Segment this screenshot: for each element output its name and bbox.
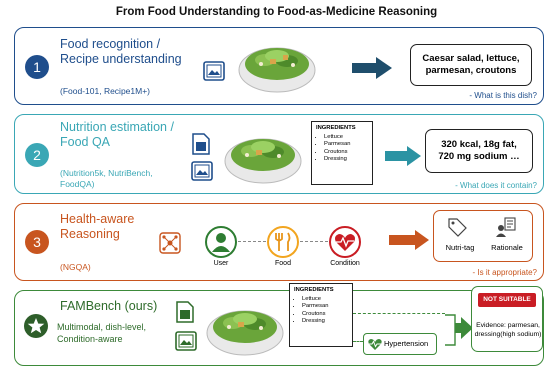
image-icon (203, 61, 225, 81)
food-label: Food (275, 260, 291, 267)
user-icon (205, 226, 237, 258)
step-number-1: 1 (25, 55, 49, 79)
panel-3-datasets: (NGQA) (60, 262, 91, 272)
fork-knife-icon (267, 226, 299, 258)
tag-icon (448, 218, 467, 237)
graph-network-icon (159, 232, 181, 254)
user-label: User (213, 260, 229, 267)
panel-4-description: Multimodal, dish-level,Condition-aware (57, 322, 147, 344)
salad-bowl-image (224, 138, 302, 184)
ingredients-card: INGREDIENTS LettuceParmesan CroutonsDres… (311, 121, 373, 185)
panel-4-title: FAMBench (ours) (60, 299, 158, 313)
panel-food-recognition: 1 Food recognition /Recipe understanding… (14, 27, 544, 105)
panel-2-datasets: (Nutrition5k, NutriBench,FoodQA) (60, 168, 153, 189)
question-what-contain: - What does it contain? (455, 181, 537, 190)
condition-hypertension: Hypertension (363, 333, 437, 355)
output-nutrition: 320 kcal, 18g fat,720 mg sodium … (425, 129, 533, 173)
question-what-dish: - What is this dish? (469, 91, 537, 100)
link-user-food (238, 241, 266, 242)
output-reasoning-box: Nutri-tag Rationale (433, 210, 533, 262)
document-icon (192, 133, 210, 155)
link-food-condition (300, 241, 328, 242)
star-badge-icon (24, 314, 48, 338)
rationale-label: Rationale (491, 243, 523, 252)
ingredients-card: INGREDIENTS LettuceParmesan CroutonsDres… (289, 283, 353, 347)
image-icon (175, 331, 197, 351)
step-number-3: 3 (25, 230, 49, 254)
salad-bowl-image (206, 310, 284, 356)
evidence-text: Evidence: parmesan,dressing(high sodium) (474, 322, 542, 338)
document-icon (176, 301, 194, 323)
link-ingredients-verdict (353, 313, 445, 314)
step-number-2: 2 (25, 143, 49, 167)
arrow-to-output-1 (352, 57, 392, 79)
figure-title: From Food Understanding to Food-as-Medic… (115, 6, 438, 18)
image-icon (191, 161, 213, 181)
output-dish-labels: Caesar salad, lettuce,parmesan, croutons (410, 44, 532, 86)
heart-pulse-icon (329, 226, 361, 258)
link-ingredients-condition (353, 341, 363, 342)
arrow-to-output-2 (385, 146, 421, 166)
arrow-to-output-3 (389, 230, 429, 250)
salad-bowl-image (238, 47, 316, 93)
condition-label: Condition (330, 260, 360, 267)
panel-1-datasets: (Food-101, Recipe1M+) (60, 86, 151, 96)
panel-1-title: Food recognition /Recipe understanding (60, 37, 182, 66)
heart-pulse-icon (368, 339, 382, 350)
output-verdict-box: NOT SUITABLE Evidence: parmesan,dressing… (471, 286, 543, 352)
question-appropriate: - Is it appropriate? (472, 268, 537, 277)
arrow-to-verdict (445, 314, 473, 346)
rationale-icon (496, 217, 516, 237)
nutri-tag-label: Nutri-tag (445, 243, 475, 252)
panel-2-title: Nutrition estimation /Food QA (60, 120, 174, 149)
not-suitable-badge: NOT SUITABLE (478, 293, 536, 307)
panel-fambench: FAMBench (ours) Multimodal, dish-level,C… (14, 283, 544, 366)
panel-nutrition-estimation: 2 Nutrition estimation /Food QA (Nutriti… (14, 114, 544, 194)
